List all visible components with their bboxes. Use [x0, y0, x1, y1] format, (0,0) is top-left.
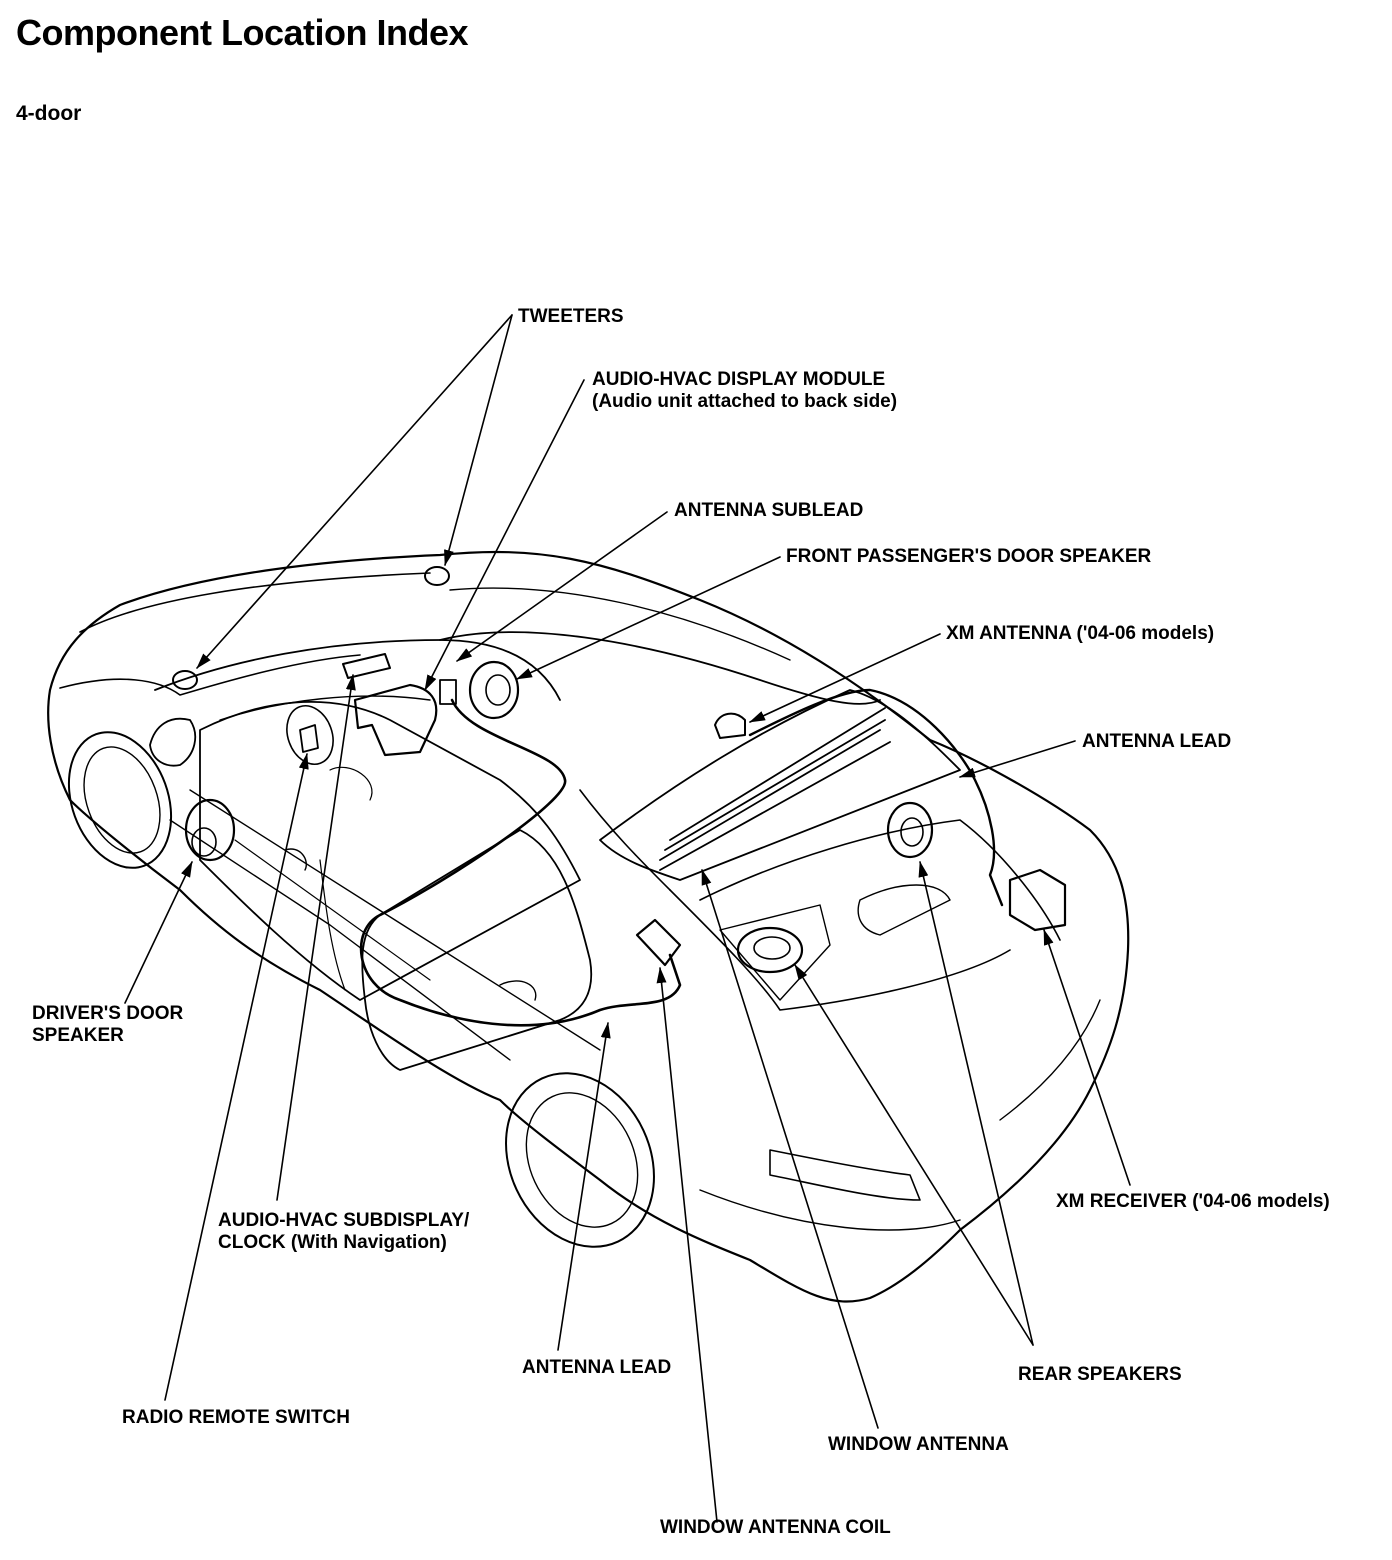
label-display-module-line2: (Audio unit attached to back side): [592, 391, 898, 412]
callout-leaders: [124, 314, 1131, 1523]
label-display-module-line1: AUDIO-HVAC DISPLAY MODULE: [592, 369, 886, 390]
label-front-passenger-speaker: FRONT PASSENGER'S DOOR SPEAKER: [786, 546, 1152, 567]
drivers-door-speaker-icon: [184, 798, 236, 862]
display-module-icon: [353, 683, 438, 757]
antenna-lead-cable: [359, 698, 682, 1027]
label-antenna-lead-bottom: ANTENNA LEAD: [522, 1357, 672, 1378]
tweeter-right-icon: [424, 566, 450, 586]
front-passenger-speaker-icon: [468, 660, 520, 720]
label-xm-receiver: XM RECEIVER ('04-06 models): [1056, 1191, 1330, 1212]
car-body: [47, 550, 1130, 1303]
radio-remote-switch-icon: [299, 724, 319, 753]
label-window-antenna-coil: WINDOW ANTENNA COIL: [660, 1517, 891, 1538]
label-subdisplay-line1: AUDIO-HVAC SUBDISPLAY/: [218, 1210, 470, 1231]
label-xm-antenna: XM ANTENNA ('04-06 models): [946, 623, 1215, 644]
page-subtitle: 4-door: [16, 102, 82, 125]
xm-antenna-icon: [714, 712, 746, 739]
label-tweeters: TWEETERS: [518, 306, 624, 327]
label-radio-remote-switch: RADIO REMOTE SWITCH: [122, 1407, 350, 1428]
label-antenna-sublead: ANTENNA SUBLEAD: [674, 500, 864, 521]
label-drivers-speaker-line2: SPEAKER: [32, 1025, 124, 1046]
subdisplay-icon: [342, 653, 391, 679]
tweeter-left-icon: [172, 670, 198, 690]
page-title: Component Location Index: [16, 12, 469, 53]
rear-speaker-right-icon: [886, 801, 934, 859]
label-drivers-speaker-line1: DRIVER'S DOOR: [32, 1003, 184, 1024]
window-antenna-coil-icon: [635, 918, 682, 967]
label-subdisplay-line2: CLOCK (With Navigation): [218, 1232, 447, 1253]
label-window-antenna: WINDOW ANTENNA: [828, 1434, 1009, 1455]
label-rear-speakers: REAR SPEAKERS: [1018, 1364, 1182, 1385]
components: [172, 566, 1067, 1027]
antenna-sublead-icon: [439, 679, 457, 705]
xm-receiver-icon: [1008, 868, 1067, 932]
label-antenna-lead-right: ANTENNA LEAD: [1082, 731, 1232, 752]
rear-speaker-left-icon: [736, 926, 804, 974]
